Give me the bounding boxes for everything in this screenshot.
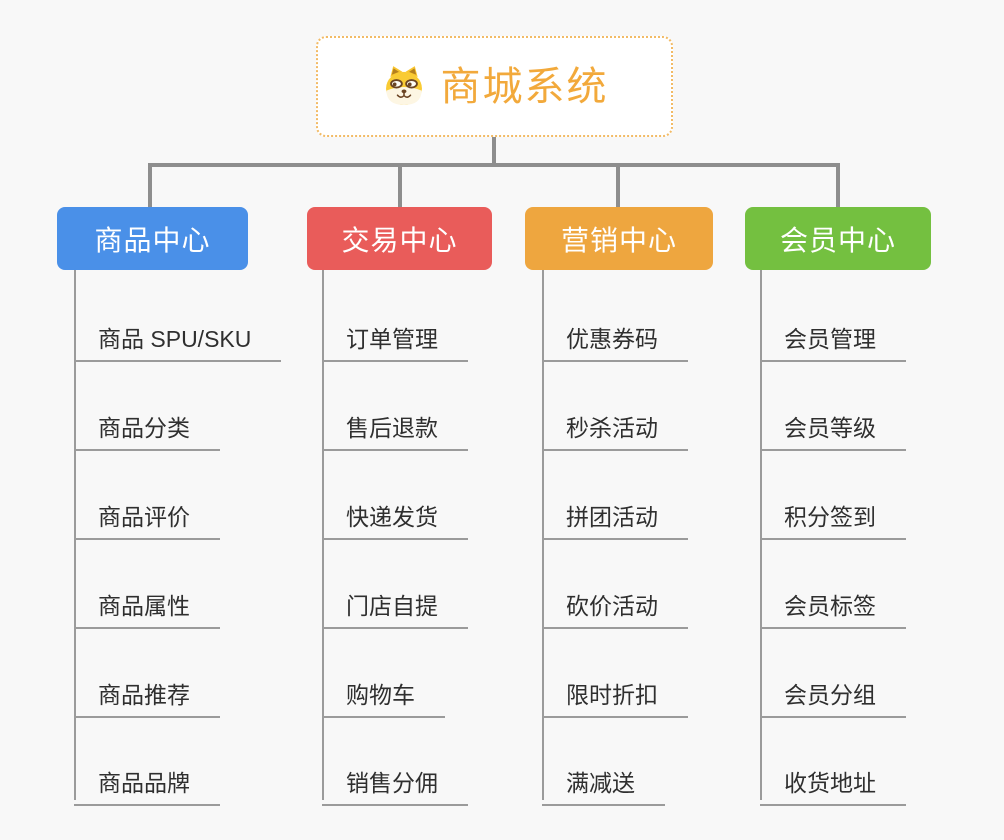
connector-branch-stem: [148, 163, 152, 207]
branch-trunk: [74, 270, 76, 800]
mindmap-item[interactable]: 商品 SPU/SKU: [74, 308, 282, 362]
mindmap-item[interactable]: 积分签到: [760, 486, 906, 540]
branch-header-product[interactable]: 商品中心: [57, 207, 248, 270]
mindmap-item[interactable]: 优惠券码: [542, 308, 688, 362]
mindmap-item[interactable]: 商品评价: [74, 486, 220, 540]
mindmap-item[interactable]: 购物车: [322, 664, 445, 718]
mindmap-item[interactable]: 商品属性: [74, 575, 220, 629]
branch-trunk: [322, 270, 324, 800]
branch-header-marketing[interactable]: 营销中心: [525, 207, 713, 270]
mindmap-item[interactable]: 售后退款: [322, 397, 468, 451]
mindmap-item[interactable]: 拼团活动: [542, 486, 688, 540]
mindmap-item[interactable]: 会员管理: [760, 308, 906, 362]
connector-root-stem: [492, 137, 496, 164]
branch-header-member[interactable]: 会员中心: [745, 207, 931, 270]
connector-branch-stem: [836, 163, 840, 207]
connector-branch-stem: [616, 163, 620, 207]
mindmap-item[interactable]: 商品品牌: [74, 752, 220, 806]
branch-trunk: [760, 270, 762, 800]
mindmap-item[interactable]: 满减送: [542, 752, 665, 806]
root-title: 商城系统: [440, 64, 609, 109]
branch-header-trade[interactable]: 交易中心: [307, 207, 492, 270]
mindmap-item[interactable]: 快递发货: [322, 486, 468, 540]
mindmap-item[interactable]: 门店自提: [322, 575, 468, 629]
root-node[interactable]: 商城系统: [316, 36, 673, 137]
connector-horizontal-rail: [148, 163, 840, 167]
mindmap-item[interactable]: 销售分佣: [322, 752, 468, 806]
mindmap-item[interactable]: 订单管理: [322, 308, 468, 362]
branch-trunk: [542, 270, 544, 800]
mindmap-item[interactable]: 限时折扣: [542, 664, 688, 718]
mindmap-item[interactable]: 砍价活动: [542, 575, 688, 629]
connector-branch-stem: [398, 163, 402, 207]
mindmap-item[interactable]: 会员分组: [760, 664, 906, 718]
mindmap-item[interactable]: 秒杀活动: [542, 397, 688, 451]
mindmap-item[interactable]: 会员等级: [760, 397, 906, 451]
mindmap-item[interactable]: 商品分类: [74, 397, 220, 451]
mindmap-item[interactable]: 会员标签: [760, 575, 906, 629]
mindmap-item[interactable]: 商品推荐: [74, 664, 220, 718]
shiba-dog-icon: [381, 65, 427, 109]
mindmap-item[interactable]: 收货地址: [760, 752, 906, 806]
